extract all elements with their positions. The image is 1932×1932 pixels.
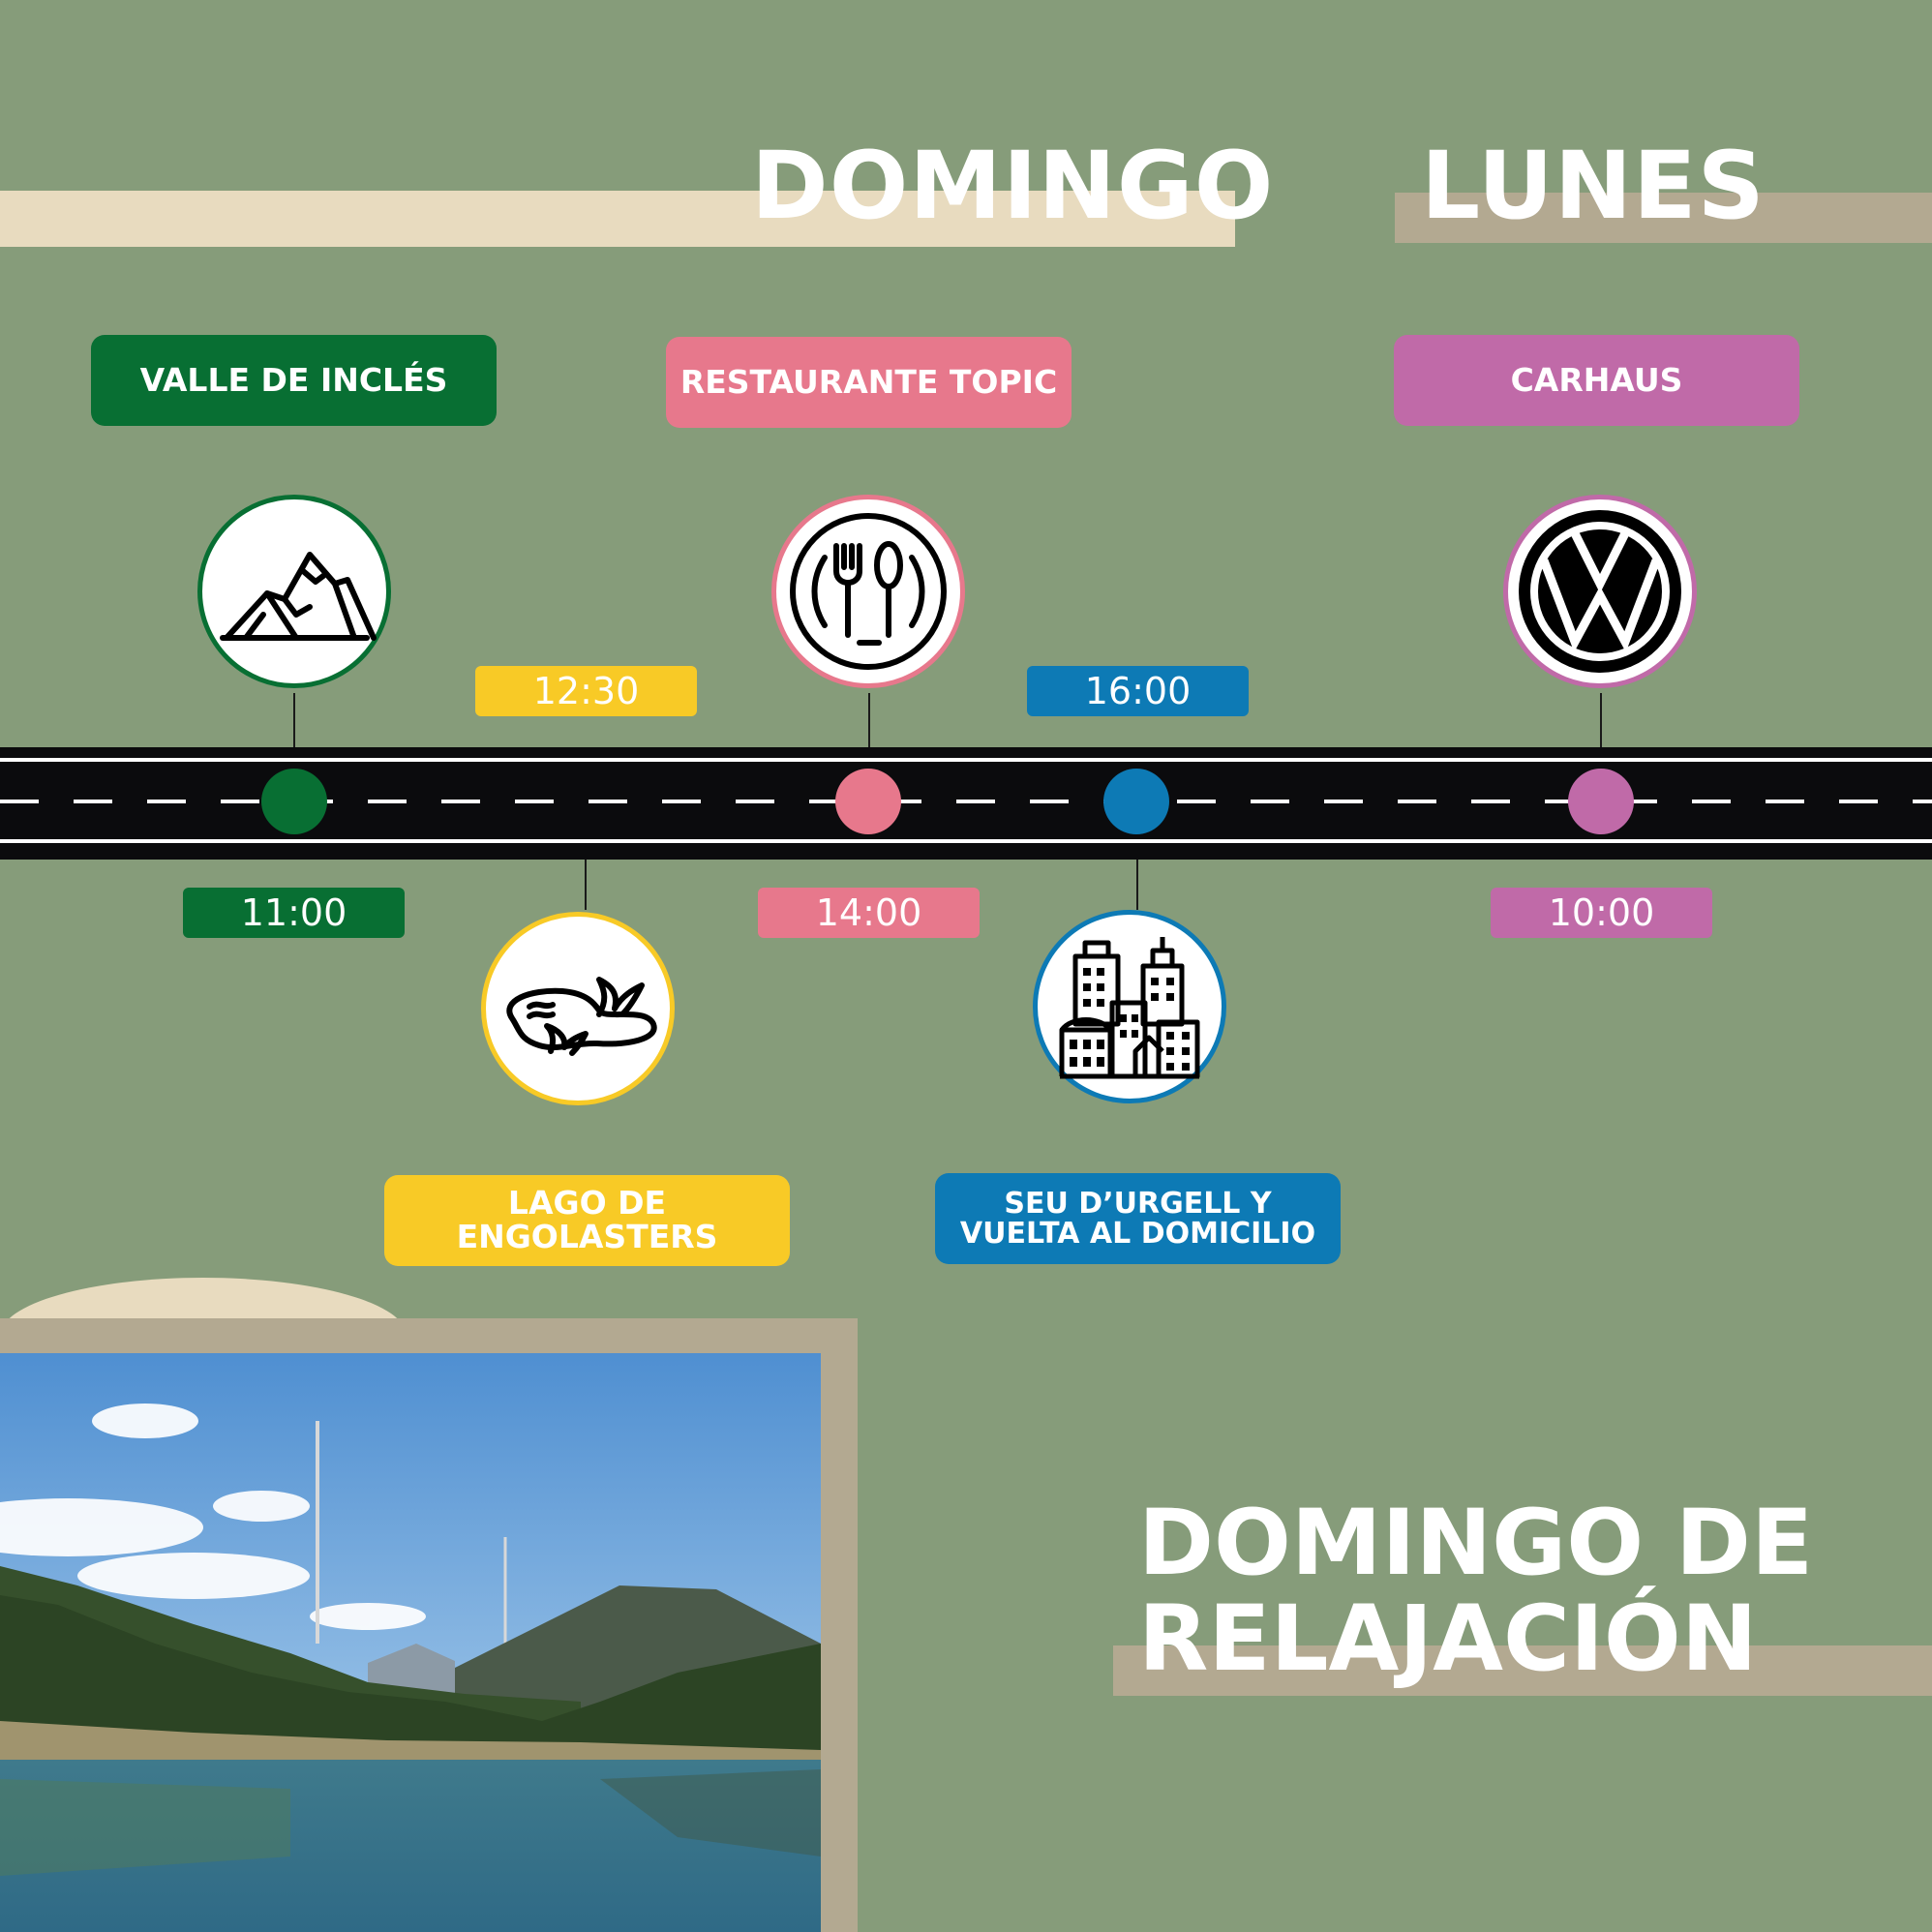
time-pill-16-00: 16:00 [1027,666,1249,716]
city-icon-circle [1033,910,1226,1103]
road-edge-bottom [0,839,1932,843]
volkswagen-logo-icon [1519,510,1681,673]
page-title: DOMINGO DE RELAJACIÓN [1138,1491,1814,1692]
stem-lake [585,860,587,910]
place-label-restaurante-topic: RESTAURANTE TOPIC [666,337,1072,428]
monday-title: LUNES [1421,132,1766,240]
mountain-icon [220,552,377,641]
lake-icon [506,977,657,1056]
timeline-dot-10-00 [1568,769,1634,834]
stem-city [1136,860,1138,910]
sunday-header-band [0,191,1235,247]
stem-mountain [293,693,295,747]
time-pill-10-00: 10:00 [1491,888,1712,938]
time-pill-12-30: 12:30 [475,666,697,716]
place-label-valle-de-incles: VALLE DE INCLÉS [91,335,497,426]
stem-volkswagen [1600,693,1602,747]
place-label-seu-durgell: SEU D’URGELL Y VUELTA AL DOMICILIO [935,1173,1341,1264]
time-pill-11-00: 11:00 [183,888,405,938]
sunday-title: DOMINGO [751,132,1275,240]
title-band [1113,1645,1932,1696]
restaurant-icon-circle [771,495,965,688]
timeline-dot-11-00 [261,769,327,834]
lake-landscape-photo [0,1353,821,1932]
road-edge-top [0,758,1932,762]
restaurant-icon [790,513,947,670]
timeline-dot-14-00 [835,769,901,834]
time-pill-14-00: 14:00 [758,888,980,938]
place-label-carhaus: CARHAUS [1394,335,1799,426]
timeline-dot-16-00 [1103,769,1169,834]
mountain-icon-circle [197,495,391,688]
city-icon [1059,937,1200,1079]
volkswagen-icon-circle [1503,495,1697,688]
monday-header-band [1395,193,1932,243]
road-center-dashes [0,800,1932,803]
lake-icon-circle [481,912,675,1105]
place-label-lago-de-engolasters: LAGO DE ENGOLASTERS [384,1175,790,1266]
stem-restaurant [868,693,870,747]
